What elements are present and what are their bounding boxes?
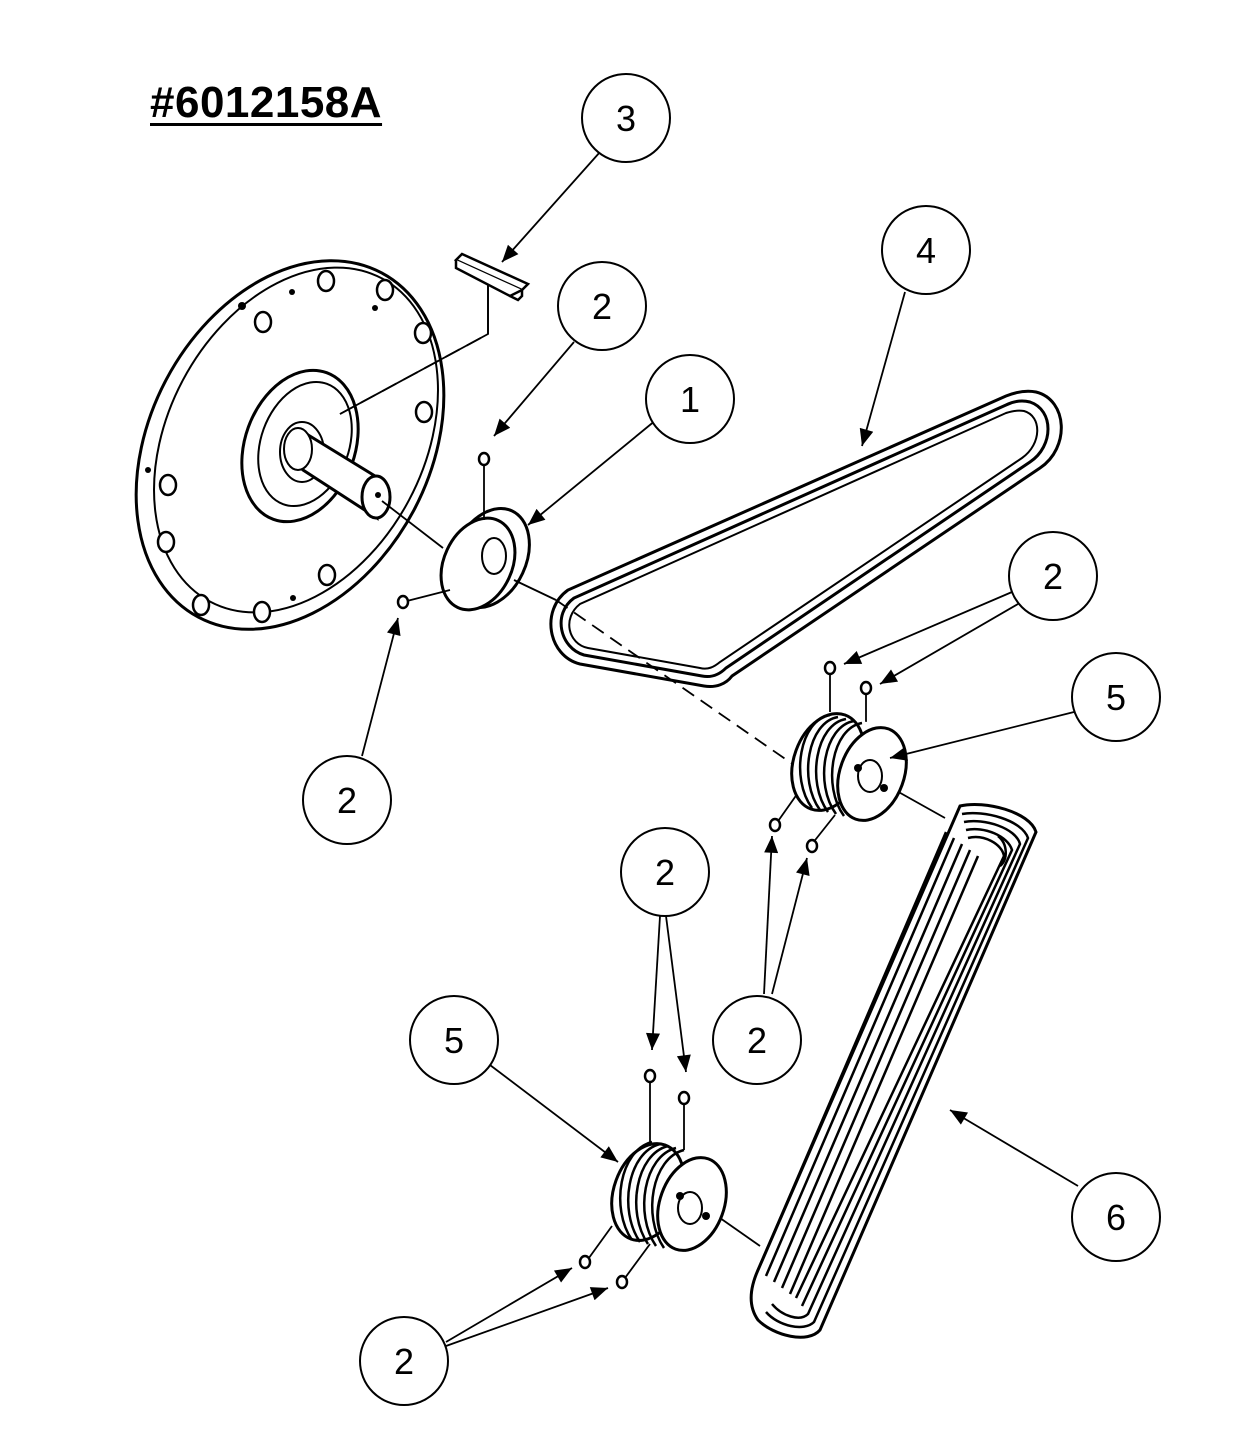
v-belt xyxy=(549,389,1063,688)
leader-lines xyxy=(361,151,1079,1347)
svg-text:2: 2 xyxy=(747,1020,767,1061)
svg-text:3: 3 xyxy=(616,98,636,139)
svg-text:6: 6 xyxy=(1106,1197,1126,1238)
callout-2-left: 2 xyxy=(302,755,392,845)
callout-2-lower: 2 xyxy=(359,1316,449,1406)
drawing-number: #6012158A xyxy=(150,78,383,127)
pulley-lower xyxy=(610,1140,728,1252)
callout-4: 4 xyxy=(881,205,971,295)
callout-6: 6 xyxy=(1071,1172,1161,1262)
assembly-lines xyxy=(339,285,946,1283)
callout-2-right-upper: 2 xyxy=(1008,531,1098,621)
svg-text:2: 2 xyxy=(1043,556,1063,597)
callout-3: 3 xyxy=(581,73,671,163)
pulley-upper xyxy=(790,712,908,822)
svg-text:5: 5 xyxy=(444,1020,464,1061)
drive-plate xyxy=(134,259,446,631)
svg-text:2: 2 xyxy=(655,852,675,893)
svg-text:4: 4 xyxy=(916,230,936,271)
svg-text:2: 2 xyxy=(394,1341,414,1382)
callout-5-lower: 5 xyxy=(409,995,499,1085)
callout-2-middle: 2 xyxy=(620,827,710,917)
setscrews xyxy=(396,451,873,1290)
shaft-key xyxy=(453,252,531,302)
drive-sheave xyxy=(439,506,531,612)
multi-rib-belt xyxy=(749,802,1038,1339)
svg-text:5: 5 xyxy=(1106,677,1126,718)
svg-text:1: 1 xyxy=(680,379,700,420)
svg-text:2: 2 xyxy=(337,780,357,821)
callout-2-center: 2 xyxy=(712,995,802,1085)
callout-1: 1 xyxy=(645,354,735,444)
callout-5-upper: 5 xyxy=(1071,652,1161,742)
svg-text:2: 2 xyxy=(592,286,612,327)
callout-2-upper: 2 xyxy=(557,261,647,351)
